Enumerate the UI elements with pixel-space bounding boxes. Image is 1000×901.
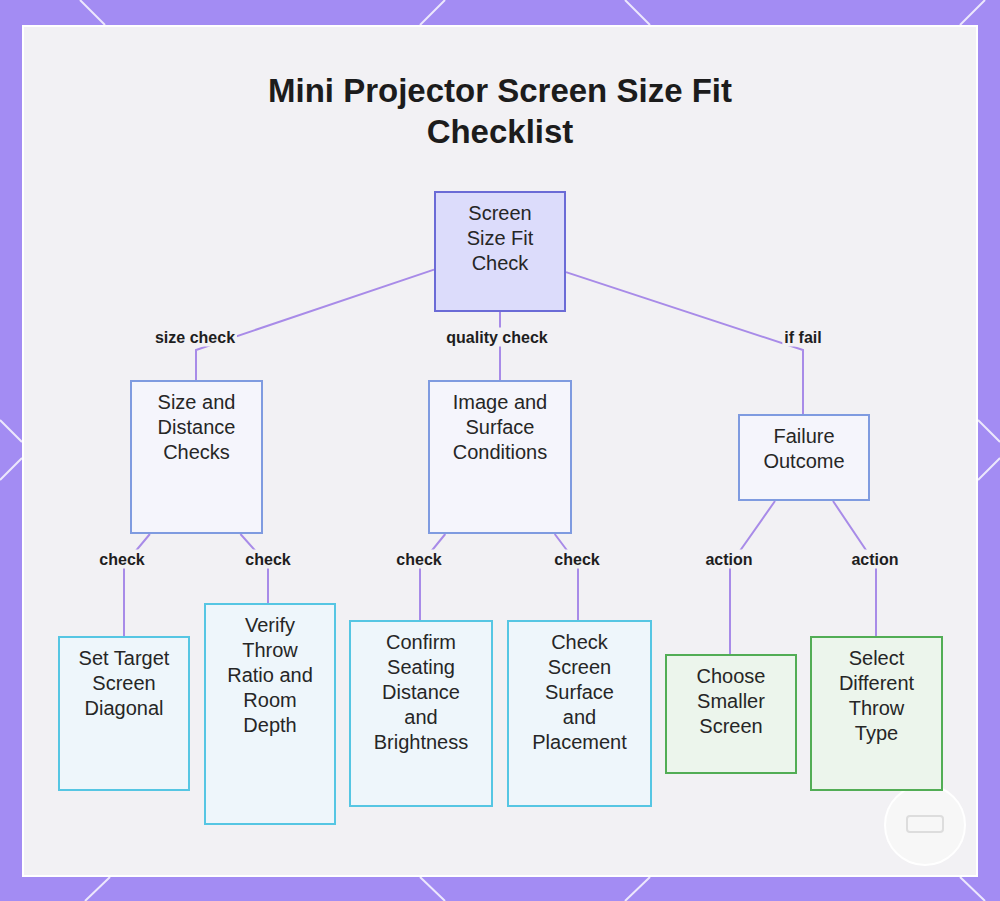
process-box: Screen Size Fit Check [434,191,566,312]
connector-line [566,272,803,414]
edge-label: action [703,550,754,569]
process-box: Set Target Screen Diagonal [58,636,190,791]
edge-label: check [243,550,292,569]
process-box: Check Screen Surface and Placement [507,620,652,807]
box-text: Set Target Screen Diagonal [72,646,176,721]
edge-label: check [97,550,146,569]
box-text: Choose Smaller Screen [681,664,781,739]
box-text: Check Screen Surface and Placement [530,630,629,755]
process-box: Failure Outcome [738,414,870,501]
connector-line [833,501,876,636]
process-box: Verify Throw Ratio and Room Depth [204,603,336,825]
box-text: Confirm Seating Distance and Brightness [368,630,474,755]
connector-line [730,501,775,654]
logo-mark [880,780,970,870]
edge-label: if fail [782,328,823,347]
edge-label: action [849,550,900,569]
box-text: Size and Distance Checks [146,390,247,465]
connector-line [555,534,578,620]
box-text: Screen Size Fit Check [460,201,540,276]
diagram-title: Mini Projector Screen Size Fit Checklist [230,70,770,152]
box-text: Failure Outcome [752,424,856,474]
action-box: Select Different Throw Type [810,636,943,791]
connector-line [240,534,268,603]
box-text: Verify Throw Ratio and Room Depth [221,613,319,738]
edge-label: check [552,550,601,569]
process-box: Image and Surface Conditions [428,380,572,534]
connector-line [420,534,445,620]
action-box: Choose Smaller Screen [665,654,797,774]
edge-label: size check [153,328,237,347]
edge-label: check [394,550,443,569]
process-box: Size and Distance Checks [130,380,263,534]
connector-line [196,270,434,380]
process-box: Confirm Seating Distance and Brightness [349,620,493,807]
box-text: Select Different Throw Type [829,646,924,746]
box-text: Image and Surface Conditions [444,390,556,465]
edge-label: quality check [444,328,549,347]
